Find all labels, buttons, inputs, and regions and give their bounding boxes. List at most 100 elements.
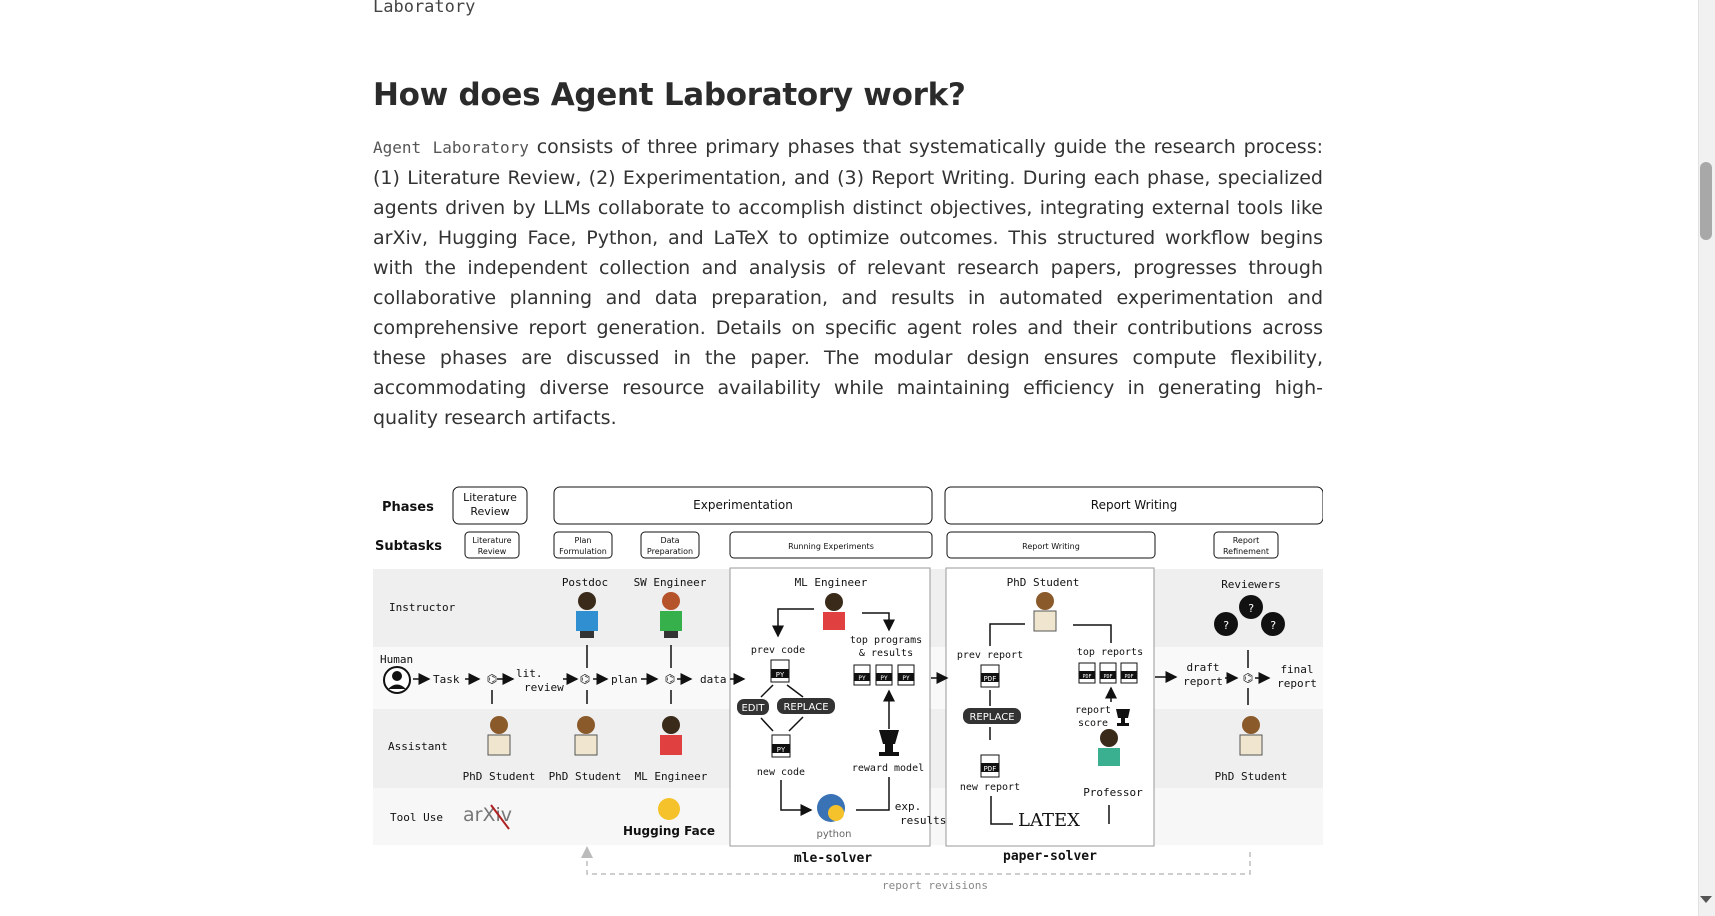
svg-text:Review: Review [478,547,507,556]
svg-text:new report: new report [960,782,1020,793]
phd-student-assistant-2 [574,716,598,756]
svg-text:Formulation: Formulation [559,547,607,556]
edit-badge [737,699,769,715]
svg-text:REPLACE: REPLACE [783,702,828,713]
svg-text:data: data [700,673,727,686]
scrollbar-thumb[interactable] [1700,162,1712,240]
svg-text:PhD Student: PhD Student [1007,576,1080,589]
sw-engineer-avatar [660,592,682,638]
replace-badge-mle [777,698,835,714]
svg-text:report: report [1075,705,1111,716]
svg-text:Preparation: Preparation [647,547,693,556]
svg-text:PhD Student: PhD Student [549,770,622,783]
svg-text:PY: PY [902,675,910,682]
svg-text:score: score [1078,718,1108,729]
page-heading: How does Agent Laboratory work? [373,77,966,113]
workflow-diagram: Phases Literature Review Experimentation… [373,480,1324,900]
svg-text:Plan: Plan [574,536,591,545]
row-label-tooluse: Tool Use [390,811,443,824]
phases-label: Phases [382,500,434,515]
ml-engineer-avatar [823,593,845,630]
merge-node-2: ⌬ [580,672,590,686]
svg-text:Postdoc: Postdoc [562,576,608,589]
svg-text:PDF: PDF [984,765,997,773]
intro-text: consists of three primary phases that sy… [373,136,1324,429]
subtask-report-writing [946,531,1156,559]
reviewers-icon: ? ? ? [1214,595,1285,636]
svg-text:Data: Data [660,536,679,545]
svg-text:Task: Task [433,673,460,686]
subtask-running [729,531,933,559]
svg-text:python: python [817,829,852,840]
subtask-lit-review [464,531,520,559]
subtask-plan [553,531,613,559]
svg-text:Report: Report [1233,536,1260,545]
svg-text:?: ? [1248,602,1255,615]
svg-text:ML Engineer: ML Engineer [795,576,868,589]
ml-engineer-assistant [660,716,682,755]
svg-text:final: final [1280,663,1313,676]
pdf-files-top: PDF PDF PDF [1078,662,1138,684]
svg-text:prev code: prev code [751,645,805,656]
svg-text:SW Engineer: SW Engineer [634,576,707,589]
phase-experimentation [553,486,933,525]
paper-solver-label: paper-solver [1003,849,1097,864]
svg-text:plan: plan [611,673,638,686]
svg-text:Literature: Literature [472,536,511,545]
scrollbar-track[interactable] [1698,0,1715,916]
svg-text:PY: PY [777,746,786,754]
merge-node-3: ⌬ [665,672,675,686]
row-label-assistant: Assistant [388,740,448,753]
top-text-fragment: Laboratory [373,0,476,17]
svg-text:reward model: reward model [852,763,924,774]
latex-logo: LATEX [1018,810,1080,831]
scroll-down-arrow-icon[interactable] [1700,896,1712,903]
svg-text:results: results [900,814,946,827]
svg-text:report: report [1277,677,1317,690]
professor-avatar [1098,729,1120,766]
svg-text:review: review [524,681,564,694]
postdoc-avatar [576,592,598,638]
svg-text:PhD Student: PhD Student [1215,770,1288,783]
svg-text:REPLACE: REPLACE [969,712,1014,723]
revision-loop [581,846,1251,875]
svg-text:?: ? [1270,619,1277,632]
report-revisions-label: report revisions [882,879,988,892]
trophy-icon-mle [879,730,899,756]
trophy-icon-paper [1116,709,1130,726]
agent-lab-code: Agent Laboratory [373,138,529,157]
svg-text:exp.: exp. [895,800,922,813]
svg-text:lit.: lit. [516,667,543,680]
svg-text:Review: Review [470,505,509,518]
svg-text:PDF: PDF [1103,674,1112,680]
py-files-top: PY PY PY [853,664,915,686]
svg-text:Professor: Professor [1083,786,1143,799]
phd-student-instructor-avatar [1033,592,1057,632]
svg-text:PY: PY [880,675,888,682]
svg-text:report: report [1183,675,1223,688]
svg-text:Hugging Face: Hugging Face [623,824,715,838]
phd-student-assistant-3 [1239,716,1263,756]
row-label-instructor: Instructor [389,601,456,614]
svg-text:Running Experiments: Running Experiments [788,542,874,551]
svg-text:Reviewers: Reviewers [1221,578,1281,591]
svg-text:top programs: top programs [850,635,922,646]
subtasks-label: Subtasks [375,539,442,554]
svg-text:top reports: top reports [1077,647,1143,658]
intro-paragraph: Agent Laboratory consists of three prima… [373,132,1323,433]
arxiv-logo: arXiv [463,804,512,826]
phd-student-assistant-1 [487,716,511,756]
merge-node-1: ⌬ [487,672,497,686]
svg-text:PDF: PDF [984,675,997,683]
svg-text:Refinement: Refinement [1223,547,1269,556]
subtask-data [640,531,700,559]
phase-lit-review [452,486,528,525]
svg-text:EDIT: EDIT [741,703,765,714]
svg-text:Report Writing: Report Writing [1022,542,1080,551]
paper-solver-panel [945,567,1155,847]
hugging-face-icon [658,798,680,820]
merge-node-4: ⌬ [1243,671,1253,685]
row-label-human: Human [380,653,413,666]
svg-text:new code: new code [757,767,805,778]
replace-badge-paper [963,708,1021,724]
